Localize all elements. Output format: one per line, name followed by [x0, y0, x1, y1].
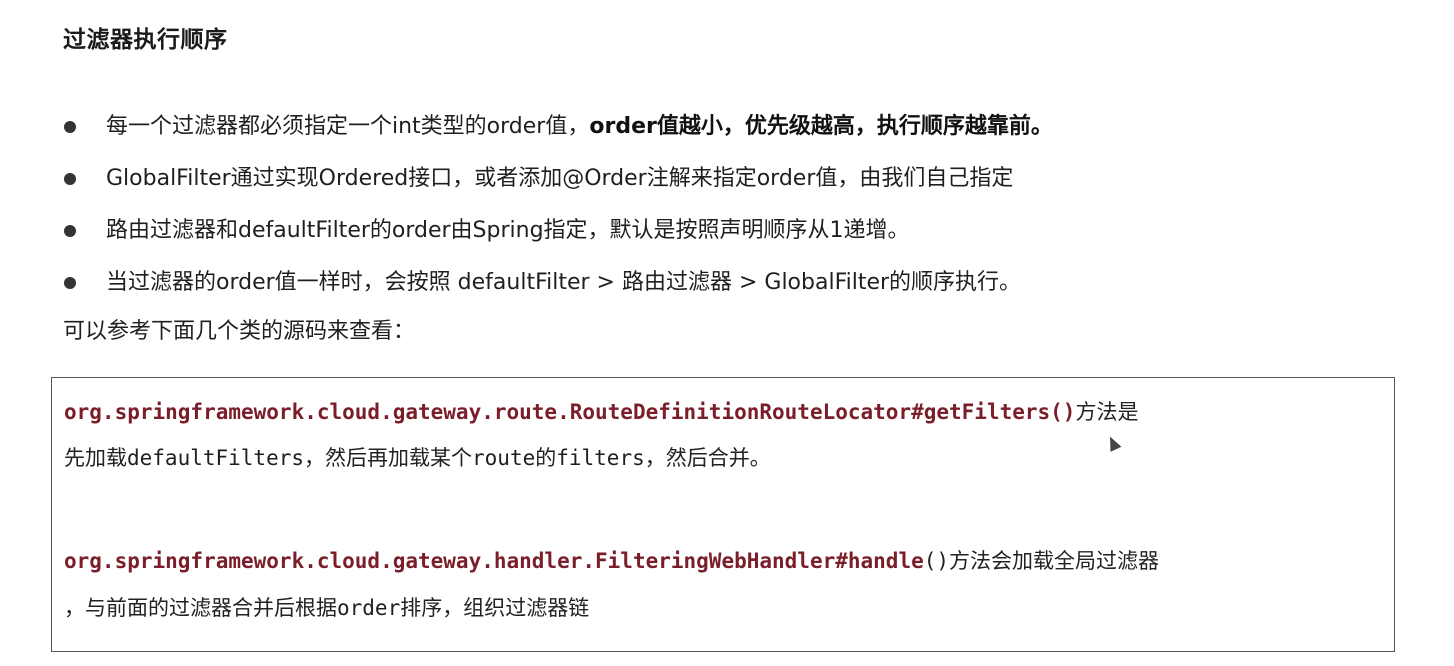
- reference-intro: 可以参考下面几个类的源码来查看：: [63, 319, 416, 344]
- bullet-item: 当过滤器的order值一样时，会按照 defaultFilter > 路由过滤器…: [60, 260, 1053, 312]
- bullet-text: 每一个过滤器都必须指定一个int类型的order值，: [106, 114, 590, 139]
- code-text: ，然后合并。: [644, 446, 771, 470]
- bullet-text: 路由过滤器和defaultFilter的order由Spring指定，默认是按照…: [106, 218, 910, 243]
- code-inline: route: [472, 446, 536, 470]
- class-reference: org.springframework.cloud.gateway.handle…: [64, 549, 924, 573]
- bullet-item: 每一个过滤器都必须指定一个int类型的order值，order值越小，优先级越高…: [60, 104, 1053, 156]
- bullet-bold-text: order值越小，优先级越高，执行顺序越靠前。: [589, 114, 1053, 139]
- code-suffix: 方法是: [1075, 400, 1139, 424]
- code-inline: filters: [556, 446, 645, 470]
- class-reference: org.springframework.cloud.gateway.route.…: [64, 400, 1076, 424]
- bullet-dot-icon: [64, 277, 76, 289]
- code-suffix: 方法会加载全局过滤器: [949, 549, 1160, 573]
- code-text: 的: [535, 446, 557, 470]
- code-inline: order: [337, 596, 401, 620]
- code-entry-1-line-1: org.springframework.cloud.gateway.route.…: [64, 396, 1138, 426]
- bullet-text: GlobalFilter通过实现Ordered接口，或者添加@Order注解来指…: [106, 166, 1014, 191]
- code-box: org.springframework.cloud.gateway.route.…: [51, 377, 1395, 652]
- page-heading: 过滤器执行顺序: [63, 27, 228, 53]
- bullet-item: GlobalFilter通过实现Ordered接口，或者添加@Order注解来指…: [60, 156, 1053, 208]
- code-inline: defaultFilters: [127, 446, 305, 470]
- bullet-dot-icon: [64, 121, 76, 133]
- code-paren: (): [923, 549, 950, 573]
- code-entry-2-line-1: org.springframework.cloud.gateway.handle…: [64, 545, 1159, 575]
- bullet-item: 路由过滤器和defaultFilter的order由Spring指定，默认是按照…: [60, 208, 1053, 260]
- code-entry-2-line-2: ，与前面的过滤器合并后根据order排序，组织过滤器链: [64, 592, 589, 622]
- code-entry-1-line-2: 先加载defaultFilters，然后再加载某个route的filters，然…: [64, 442, 771, 472]
- bullet-text: 当过滤器的order值一样时，会按照 defaultFilter > 路由过滤器…: [106, 270, 1022, 295]
- bullet-list: 每一个过滤器都必须指定一个int类型的order值，order值越小，优先级越高…: [60, 104, 1053, 312]
- code-text: ，与前面的过滤器合并后根据: [64, 596, 337, 620]
- code-text: 先加载: [64, 446, 127, 470]
- code-text: 排序，组织过滤器链: [400, 596, 590, 620]
- bullet-dot-icon: [64, 173, 76, 185]
- bullet-dot-icon: [64, 225, 76, 237]
- code-text: ，然后再加载某个: [304, 446, 473, 470]
